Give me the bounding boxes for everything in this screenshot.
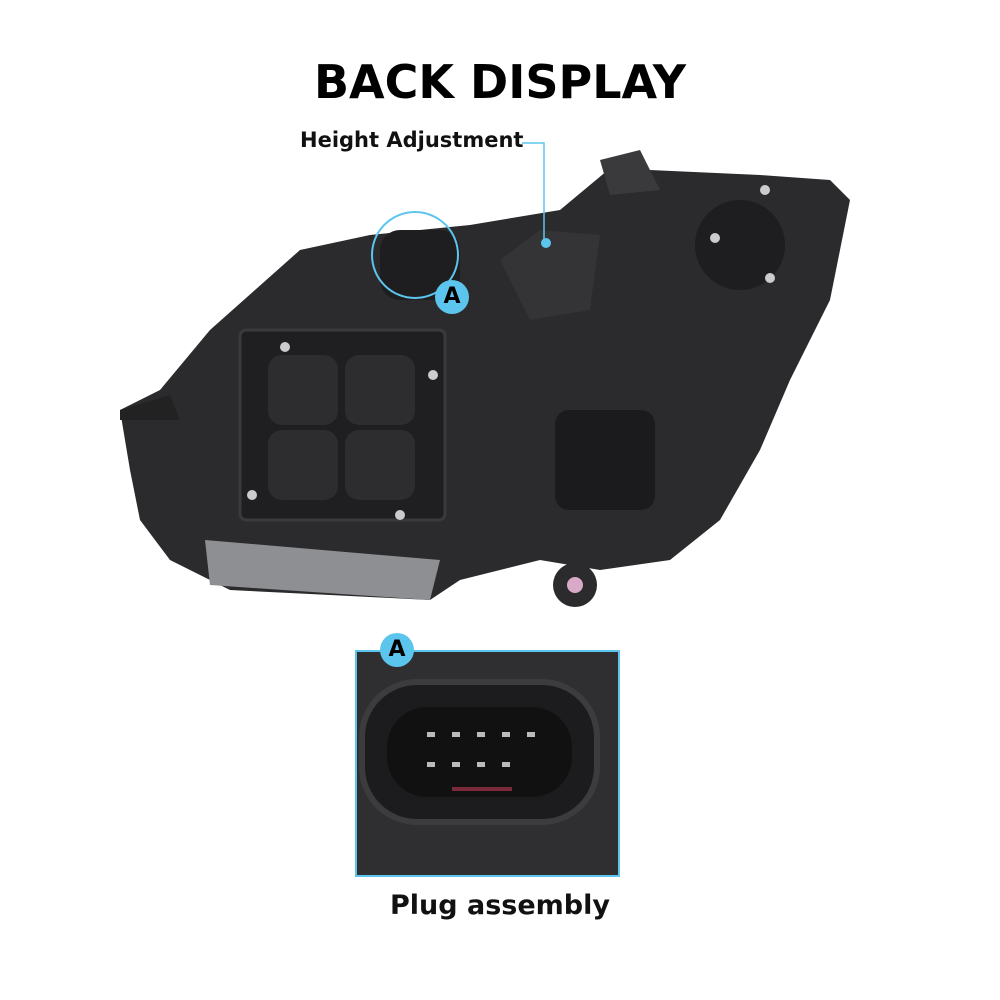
height-adjustment-block	[500, 230, 600, 320]
inset-a-badge: A	[380, 633, 414, 667]
marker-a-badge: A	[435, 280, 469, 314]
plug-assembly-caption: Plug assembly	[390, 890, 610, 921]
heatsink	[205, 540, 440, 600]
plug-shape	[380, 230, 460, 300]
page-title: BACK DISPLAY	[313, 55, 687, 109]
plug-closeup	[357, 652, 618, 875]
plug-highlight-circle	[371, 211, 459, 299]
height-adjustment-label: Height Adjustment	[300, 128, 524, 152]
plug-assembly-inset	[355, 650, 620, 877]
bulb-cap	[695, 200, 785, 290]
access-cover	[555, 410, 655, 510]
